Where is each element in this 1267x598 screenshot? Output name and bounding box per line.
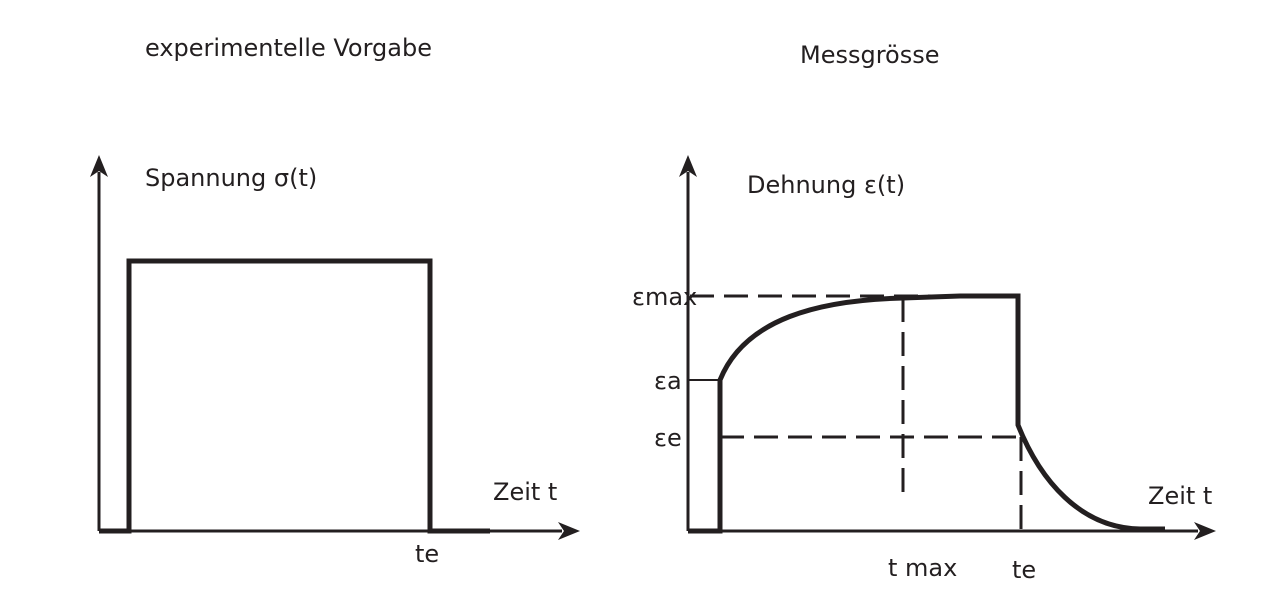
right-panel-heading: Messgrösse — [800, 41, 940, 69]
strain-y-axis-label: Dehnung ε(t) — [747, 171, 905, 199]
strain-te-label: te — [1012, 556, 1036, 584]
stress-panel: Spannung σ(t) Zeit t te — [90, 155, 580, 568]
eps-e-label: εe — [654, 424, 682, 452]
eps-max-label: εmax — [632, 283, 697, 311]
strain-x-axis-arrow — [1194, 522, 1216, 540]
stress-te-label: te — [415, 540, 439, 568]
stress-x-axis-arrow — [558, 522, 580, 540]
strain-response-curve — [688, 293, 1165, 534]
t-max-label: t max — [888, 554, 957, 582]
left-panel-heading: experimentelle Vorgabe — [145, 34, 432, 62]
stress-step-curve — [99, 258, 490, 534]
stress-y-axis-label: Spannung σ(t) — [145, 164, 317, 192]
eps-a-label: εa — [654, 367, 682, 395]
stress-x-axis-label: Zeit t — [493, 478, 557, 506]
strain-x-axis-label: Zeit t — [1148, 482, 1212, 510]
strain-panel: Dehnung ε(t) εmax εa εe Zeit t t max te — [632, 155, 1216, 584]
strain-y-axis-arrow — [679, 155, 697, 177]
stress-y-axis-arrow — [90, 155, 108, 177]
